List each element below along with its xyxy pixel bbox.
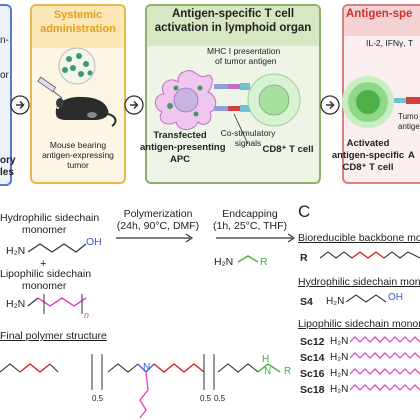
bioreducible-title: Bioreducible backbone mono <box>298 232 420 244</box>
lipophilic-monomer-structure <box>27 294 87 314</box>
sc12-label: Sc12 <box>300 336 325 348</box>
bioreducible-monomer-structure <box>320 251 420 259</box>
reaction-arrow-icon <box>116 233 296 243</box>
activated-label-2: antigen-specific <box>331 150 405 161</box>
lipophilic-monomer-label-1: Lipophilic sidechain <box>0 268 92 280</box>
sc18-label: Sc18 <box>300 384 325 396</box>
hydrophilic-monomer-label-2: monomer <box>22 224 67 236</box>
sc16-label: Sc16 <box>300 368 325 380</box>
polymer-n-atom: N <box>143 362 151 373</box>
apc-label-2: antigen-presenting <box>140 142 226 153</box>
repeat-subscript-c: 0.5 <box>214 394 226 403</box>
arrow-right-icon <box>124 95 144 115</box>
lipophilic-chains-structure <box>350 336 420 391</box>
sc14-h2n: H₂N <box>330 352 349 363</box>
delivery-text-2: or <box>0 70 9 81</box>
s4-label: S4 <box>300 296 313 308</box>
sc16-h2n: H₂N <box>330 368 349 379</box>
arrow-right-icon <box>10 95 30 115</box>
apc-tcell-illustration <box>155 70 301 145</box>
mhc-label-1: MHC I presentation <box>207 46 281 56</box>
right-edge-letter: A <box>408 150 415 161</box>
tumor-label-partial-2: antige <box>398 122 420 131</box>
lipophilic-h2n: H₂N <box>6 298 26 310</box>
mouse-label-1: Mouse bearing <box>49 140 107 150</box>
sc18-h2n: H₂N <box>330 384 349 395</box>
apc-label-3: APC <box>169 154 191 165</box>
endcap-amine-structure <box>237 255 259 263</box>
systemic-title-1: Systemic <box>53 9 103 21</box>
endcapping-label-1: Endcapping <box>222 208 278 220</box>
repeat-subscript-b: 0.5 <box>200 394 212 403</box>
delivery-panel-partial <box>0 4 12 186</box>
lipophilic-title: Lipophilic sidechain monom <box>298 318 420 330</box>
mouse-label-2: antigen-expressing <box>42 150 114 160</box>
r-monomer-label: R <box>300 252 308 264</box>
right-panel-title: Antigen-spe <box>346 8 413 20</box>
tumor-panel-header <box>344 6 420 36</box>
final-polymer-title: Final polymer structure <box>0 330 107 342</box>
mouse-icon <box>37 76 117 127</box>
sc12-h2n: H₂N <box>330 336 349 347</box>
hydrophilic-oh: OH <box>86 236 102 248</box>
mouse-label-3: tumor <box>67 160 89 170</box>
delivery-text-4: les <box>0 167 14 178</box>
final-polymer-structure <box>0 354 281 419</box>
mhc-receptor-icon <box>214 83 250 90</box>
systemic-panel-header <box>32 6 124 48</box>
polymer-r-end: R <box>284 366 292 377</box>
endcapping-label-2: (1h, 25°C, THF) <box>212 220 288 232</box>
polymerization-label-1: Polymerization <box>123 208 193 220</box>
cd8-label: CD8⁺ T cell <box>262 144 314 155</box>
hydrophilic-monomer-label-1: Hydrophilic sidechain <box>0 212 100 224</box>
costim-receptor-icon <box>214 105 250 112</box>
arrow-right-icon <box>320 95 340 115</box>
hydrophilic-monomer-structure <box>27 243 87 253</box>
repeat-subscript-a: 0.5 <box>92 394 104 403</box>
sc14-label: Sc14 <box>300 352 325 364</box>
s4-h2n: H₂N <box>326 296 345 307</box>
activated-label-3: CD8⁺ T cell <box>342 162 394 173</box>
systemic-title-2: administration <box>40 23 116 35</box>
s4-oh: OH <box>388 292 403 303</box>
apc-label-1: Transfected <box>153 130 207 141</box>
delivery-text-1: n- <box>0 35 9 46</box>
activated-label-1: Activated <box>346 138 390 149</box>
polymer-n-end: N <box>264 366 272 377</box>
apc-cell-icon <box>155 70 217 130</box>
plus-sign: + <box>40 258 47 270</box>
lymphoid-title-1: Antigen-specific T cell <box>171 8 295 20</box>
hydrophilic-title: Hydrophilic sidechain monom <box>298 276 420 288</box>
mhc-label-2: of tumor antigen <box>215 56 277 66</box>
lipophilic-n-subscript: n <box>84 310 90 320</box>
syringe-icon <box>37 76 63 99</box>
lymphoid-panel-header <box>147 6 319 46</box>
costim-label-1: Co-stimulatory <box>220 128 276 138</box>
s4-structure <box>346 294 387 303</box>
lymphoid-title-2: activation in lymphoid organ <box>154 22 312 34</box>
cytokines-label: IL-2, IFNγ, T <box>366 38 414 48</box>
activated-tcell-icon <box>342 76 420 128</box>
cd8-tcell-icon <box>247 73 301 127</box>
systemic-administration-panel <box>30 4 126 184</box>
hydrophilic-h2n: H₂N <box>6 245 26 257</box>
nanoparticle-dish-icon <box>58 47 96 85</box>
lipophilic-monomer-label-2: monomer <box>22 280 67 292</box>
polymerization-label-2: (24h, 90°C, DMF) <box>116 220 200 232</box>
endcap-h2n: H₂N <box>214 256 234 268</box>
delivery-text-3: ory <box>0 155 16 166</box>
costim-label-2: signals <box>234 138 262 148</box>
endcap-r-group: R <box>260 256 268 268</box>
panel-c-label: C <box>298 202 311 221</box>
polymer-h-atom: H <box>262 354 270 365</box>
tumor-label-partial-1: Tumo <box>398 112 419 121</box>
